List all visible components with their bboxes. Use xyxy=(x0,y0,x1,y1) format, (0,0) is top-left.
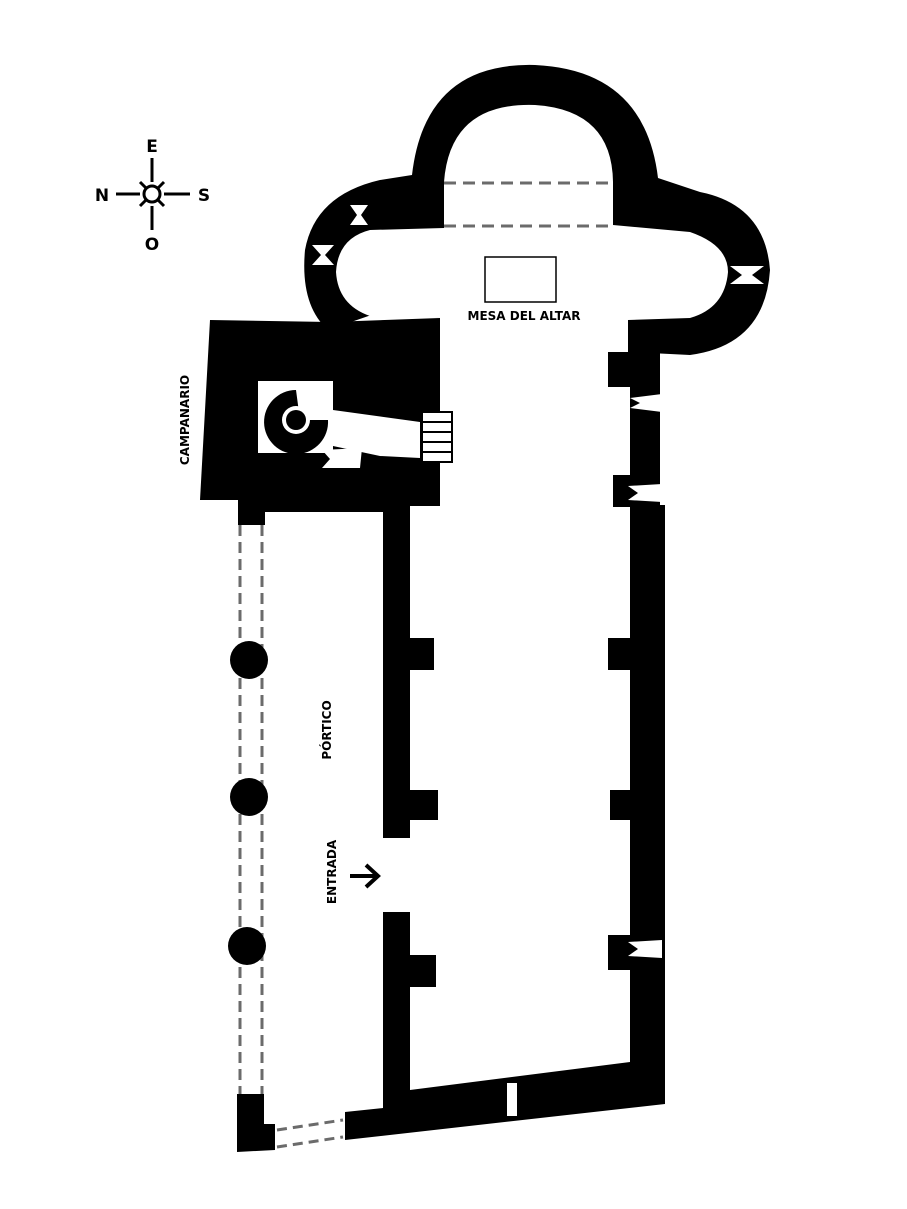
bell-tower xyxy=(200,318,453,525)
altar-table xyxy=(484,256,557,303)
compass-rose: E O N S xyxy=(95,137,210,255)
bell-tower-label: CAMPANARIO xyxy=(178,375,192,465)
portico-column xyxy=(230,641,268,679)
nave-walls xyxy=(345,347,665,1140)
compass-north-label: N xyxy=(95,186,109,206)
compass-south-label: S xyxy=(198,186,210,206)
entrance-arrow-icon xyxy=(350,863,381,889)
portico-column xyxy=(230,778,268,816)
compass-west-label: O xyxy=(145,235,159,255)
compass-east-label: E xyxy=(146,137,158,157)
entrance-label: ENTRADA xyxy=(325,839,339,904)
portico-column xyxy=(228,927,266,965)
portico xyxy=(228,525,344,1152)
sanctuary-walls xyxy=(304,64,770,355)
portico-label: PÓRTICO xyxy=(319,700,334,759)
altar-label: MESA DEL ALTAR xyxy=(468,309,581,323)
